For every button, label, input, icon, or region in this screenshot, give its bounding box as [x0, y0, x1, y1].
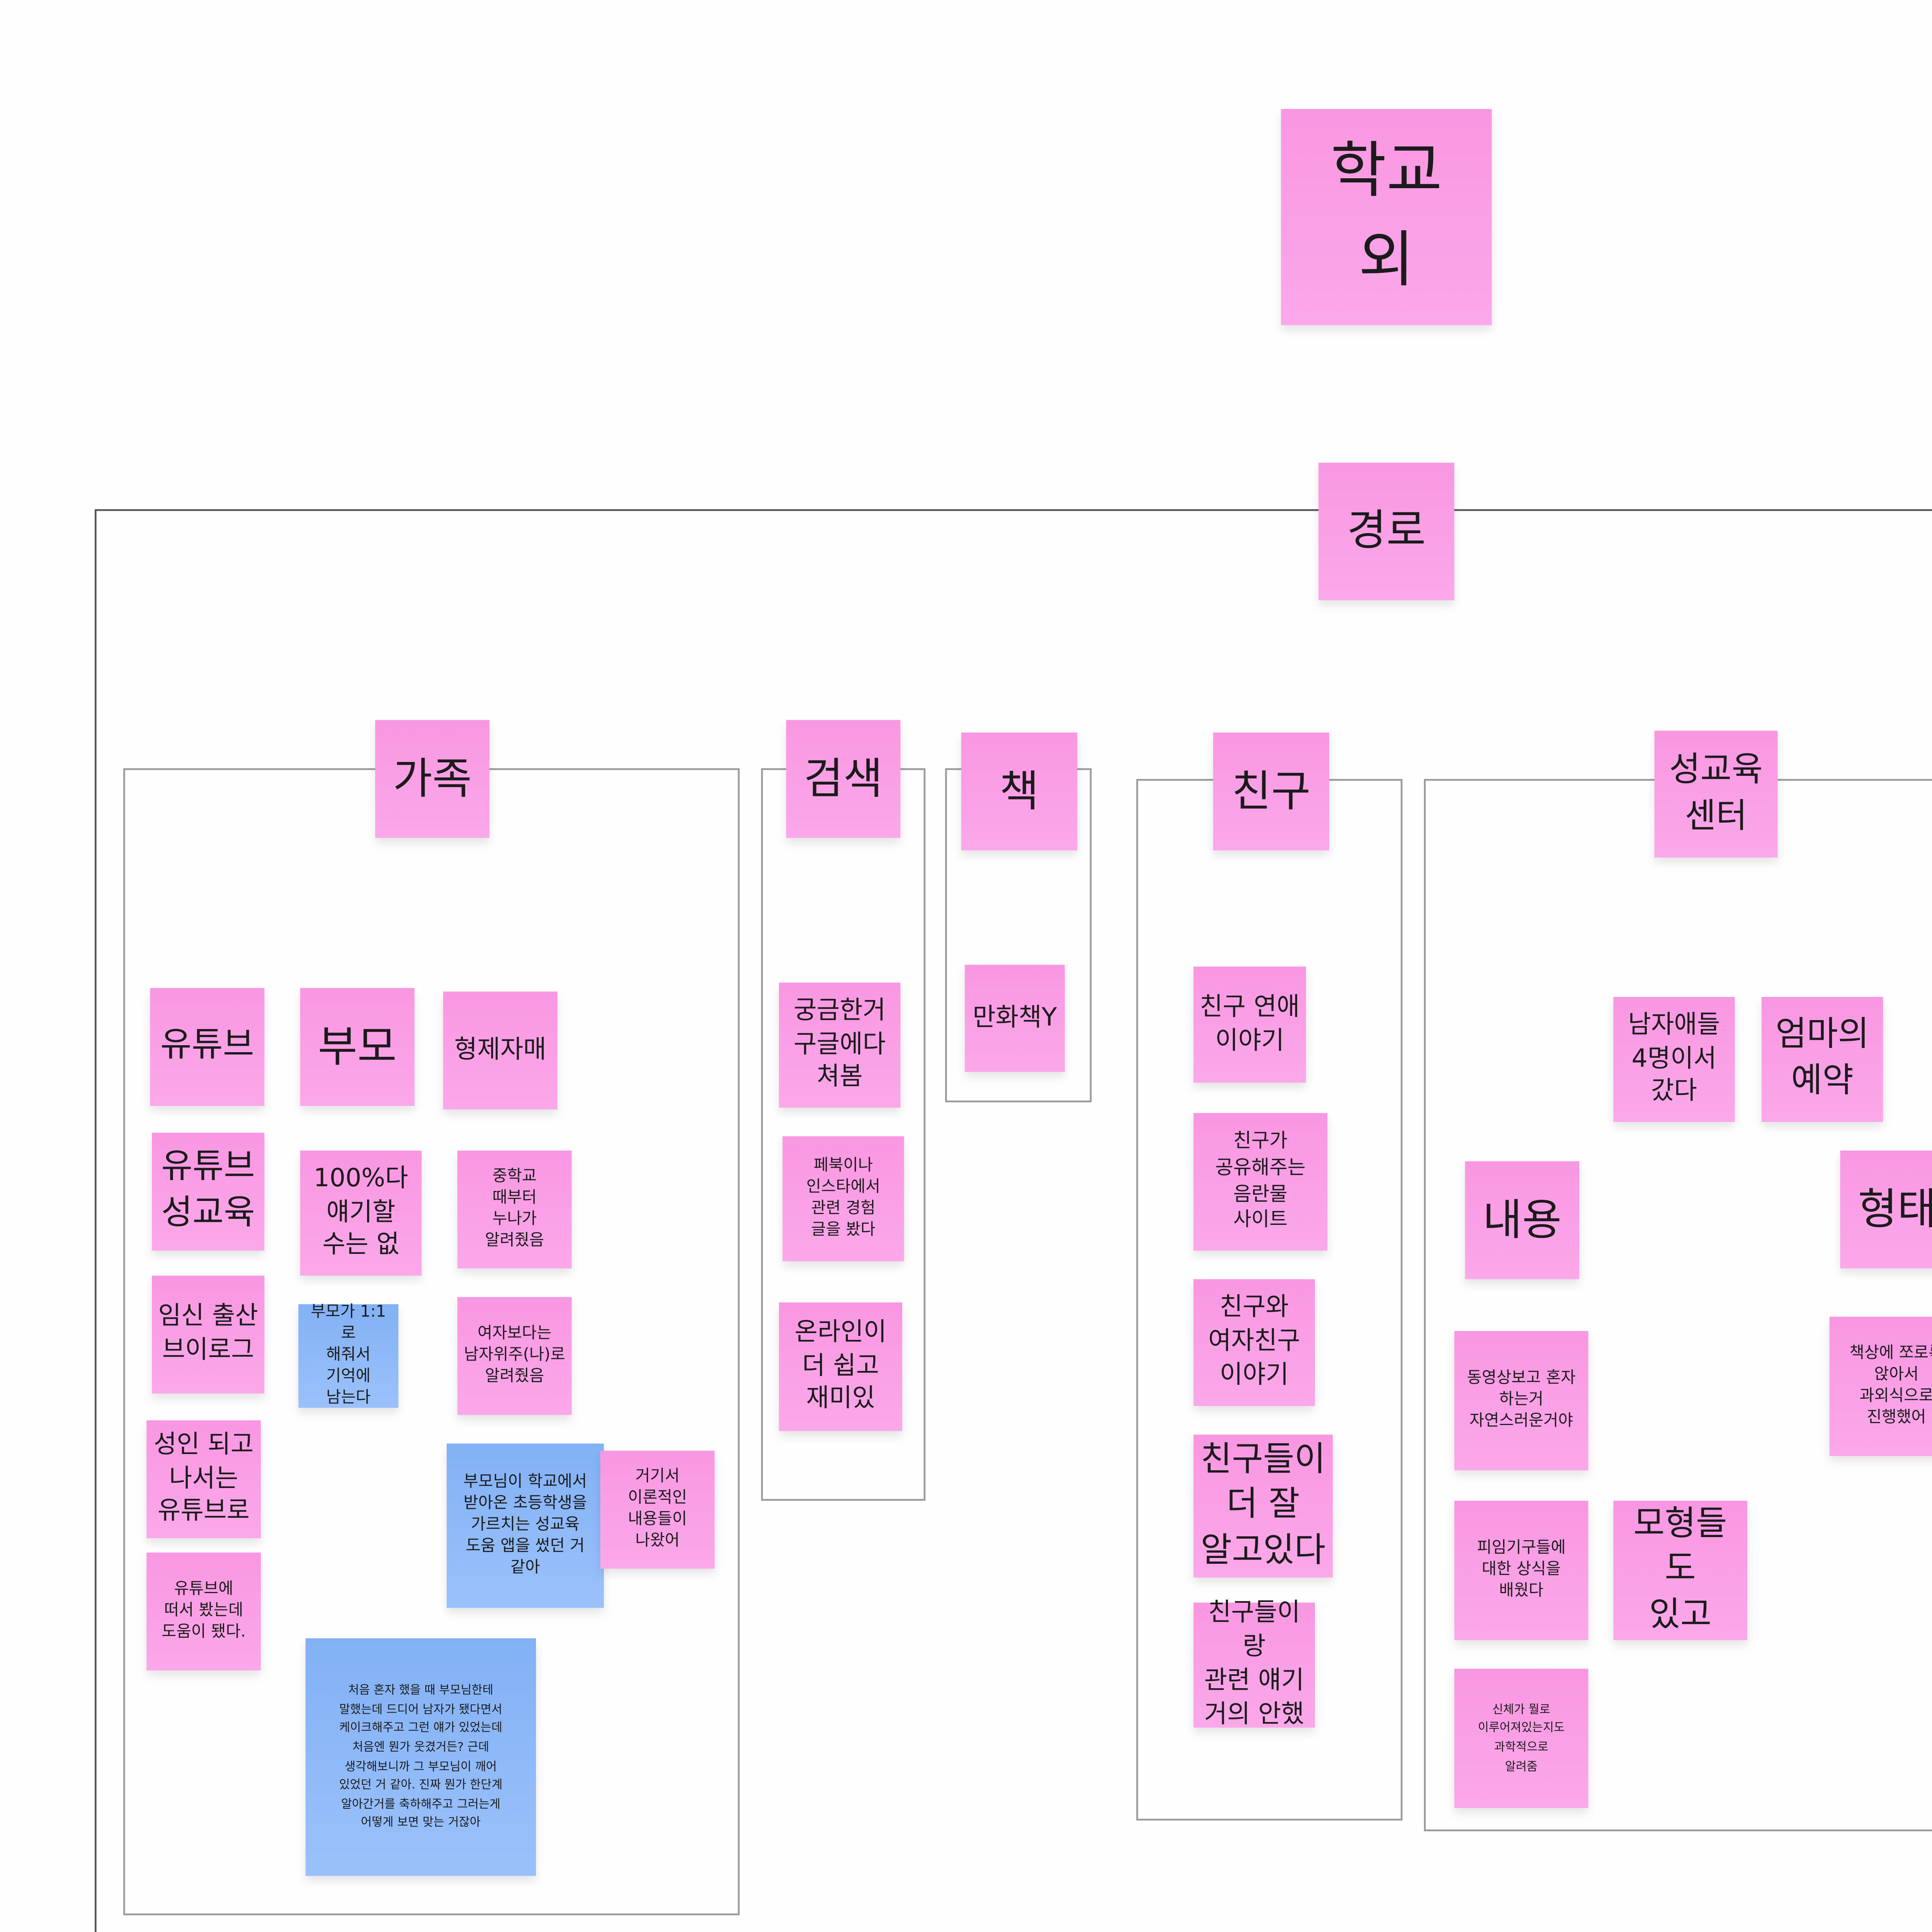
friends-note-shared-sites[interactable]: 친구가 공유해주는 음란물 사이트 [1193, 1113, 1328, 1251]
sexed-note-format[interactable]: 형태 [1840, 1150, 1932, 1269]
book-header-note[interactable]: 책 [961, 732, 1078, 850]
search-header-note[interactable]: 검색 [786, 720, 901, 838]
sexed-note-contraceptives[interactable]: 피임기구들에 대한 상식을 배웠다 [1454, 1500, 1588, 1640]
family-note-celebration-story[interactable]: 처음 혼자 했을 때 부모님한테 말했는데 드디어 남자가 됐다면서 케이크해주… [305, 1638, 536, 1876]
family-note-theory[interactable]: 거기서 이론적인 내용들이 나왔어 [600, 1451, 715, 1569]
search-note-online-easier[interactable]: 온라인이 더 쉽고 재미있 [779, 1302, 902, 1431]
family-note-sister-told[interactable]: 중학교 때부터 누나가 알려줬음 [457, 1150, 572, 1269]
title-note[interactable]: 학교 외 [1281, 109, 1492, 325]
friends-header-note[interactable]: 친구 [1213, 732, 1330, 850]
route-frame[interactable] [95, 509, 1932, 1932]
family-note-pregnancy-vlog[interactable]: 임신 출산 브이로그 [152, 1276, 265, 1394]
family-note-school-app[interactable]: 부모님이 학교에서 받아온 초등학생을 가르치는 성교육 도움 앱을 썼던 거 … [446, 1443, 604, 1608]
friends-note-dating-story[interactable]: 친구 연애 이야기 [1193, 966, 1306, 1083]
friends-note-girlfriend-story[interactable]: 친구와 여자친구 이야기 [1193, 1279, 1315, 1406]
friends-note-friends-know-better[interactable]: 친구들이 더 잘 알고있다 [1193, 1434, 1333, 1578]
family-note-youtube[interactable]: 유튜브 [150, 988, 265, 1106]
sexed-note-content[interactable]: 내용 [1465, 1161, 1580, 1279]
route-header-note[interactable]: 경로 [1318, 463, 1454, 600]
family-note-youtube-helped[interactable]: 유튜브에 떠서 봤는데 도움이 됐다. [146, 1552, 261, 1671]
friends-note-rarely-talked[interactable]: 친구들이랑 관련 얘기 거의 안했 [1193, 1599, 1315, 1729]
family-note-youtube-sexed[interactable]: 유튜브 성교육 [152, 1133, 265, 1251]
sexed-note-tutoring-style[interactable]: 책상에 쪼로록 앉아서 과외식으로 진행했어 [1829, 1316, 1932, 1456]
family-note-parents-1on1[interactable]: 부모가 1:1로 해줘서 기억에 남는다 [298, 1304, 399, 1408]
sexed-note-masturbation-natural[interactable]: 동영상보고 혼자 하는거 자연스러운거야 [1454, 1331, 1588, 1471]
family-note-parents[interactable]: 부모 [300, 988, 415, 1106]
family-note-male-focused[interactable]: 여자보다는 남자위주(나)로 알려줬음 [457, 1297, 572, 1415]
sexed-note-models[interactable]: 모형들도 있고 [1613, 1500, 1747, 1640]
search-note-facebook-insta[interactable]: 페북이나 인스타에서 관련 경험 글을 봤다 [782, 1136, 904, 1262]
search-note-google[interactable]: 궁금한거 구글에다 쳐봄 [779, 983, 901, 1108]
family-note-cannot-tell-all[interactable]: 100%다 얘기할 수는 없 [300, 1150, 422, 1276]
family-note-youtube-after-adult[interactable]: 성인 되고 나서는 유튜브로 [146, 1420, 261, 1539]
family-note-siblings[interactable]: 형제자매 [443, 992, 558, 1110]
family-header-note[interactable]: 가족 [375, 720, 490, 838]
sexed-note-body-science[interactable]: 신체가 뭘로 이루어져있는지도 과학적으로 알려줌 [1454, 1668, 1588, 1808]
sexed-note-mom-booking[interactable]: 엄마의 예약 [1761, 997, 1883, 1122]
sexed-center-header-note[interactable]: 성교육 센터 [1654, 731, 1778, 858]
book-note-comic[interactable]: 만화책Y [964, 964, 1065, 1072]
sexed-note-four-boys[interactable]: 남자애들 4명이서 갔다 [1613, 997, 1735, 1122]
